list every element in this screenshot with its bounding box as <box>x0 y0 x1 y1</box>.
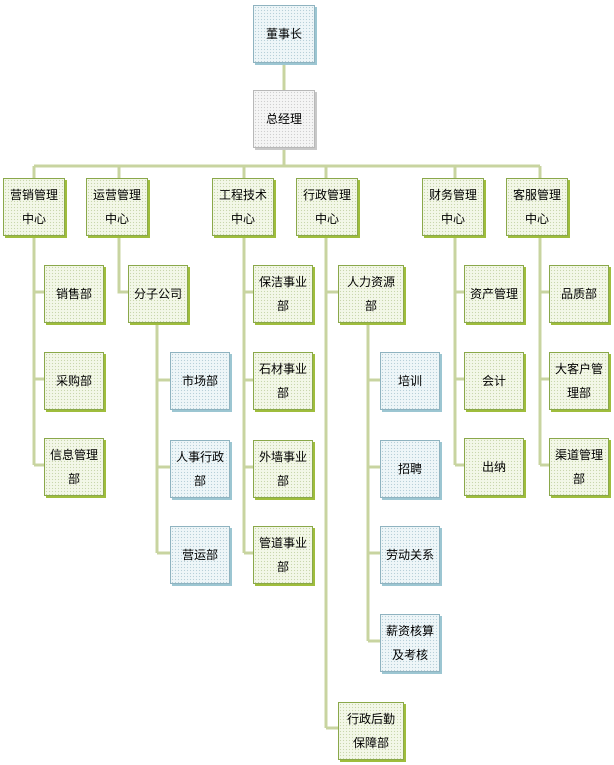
node-engineering-center: 工程技术 中心 <box>212 178 274 236</box>
node-sales-dept: 销售部 <box>44 265 104 323</box>
node-market-dept: 市场部 <box>170 352 230 410</box>
node-admin-logistics-dept: 行政后勤 保障部 <box>338 702 404 760</box>
connector-sales-branches <box>34 290 44 467</box>
connector-hr-branches <box>368 378 380 643</box>
node-hr-admin-dept: 人事行政 部 <box>170 440 230 498</box>
node-facade-division: 外墙事业 部 <box>253 440 313 498</box>
node-operations-center: 运营管理 中心 <box>86 178 148 236</box>
node-purchasing-dept: 采购部 <box>44 352 104 410</box>
node-sales-center: 营销管理 中心 <box>3 178 65 236</box>
node-cashier: 出纳 <box>464 438 524 496</box>
connector-finance-branches <box>455 290 464 467</box>
node-human-resources-dept: 人力资源 部 <box>338 265 404 323</box>
node-channel-mgmt-dept: 渠道管理 部 <box>549 438 609 496</box>
node-subsidiaries: 分子公司 <box>128 265 188 323</box>
node-key-account-dept: 大客户管 理部 <box>549 352 609 410</box>
node-info-mgmt-dept: 信息管理 部 <box>44 438 104 496</box>
node-customer-service-center: 客服管理 中心 <box>506 178 568 236</box>
node-accounting: 会计 <box>464 352 524 410</box>
node-training: 培训 <box>380 352 440 410</box>
node-operation-dept: 营运部 <box>170 526 230 584</box>
node-asset-mgmt: 资产管理 <box>464 265 524 323</box>
connector-service-branches <box>540 290 549 467</box>
node-payroll-appraisal: 薪资核算 及考核 <box>380 614 440 672</box>
node-quality-dept: 品质部 <box>549 265 609 323</box>
node-chairman: 董事长 <box>253 5 315 63</box>
node-cleaning-division: 保洁事业 部 <box>253 265 313 323</box>
node-general-manager: 总经理 <box>253 90 315 148</box>
connector-ops-trunk <box>117 236 128 294</box>
connector-sub-branches <box>157 378 170 555</box>
connector-eng-branches <box>244 290 253 555</box>
node-admin-center: 行政管理 中心 <box>296 178 358 236</box>
node-pipeline-division: 管道事业 部 <box>253 526 313 584</box>
node-labor-relations: 劳动关系 <box>380 526 440 584</box>
node-finance-center: 财务管理 中心 <box>422 178 484 236</box>
connector-admin-branches <box>326 290 338 730</box>
node-recruiting: 招聘 <box>380 440 440 498</box>
node-stone-division: 石材事业 部 <box>253 352 313 410</box>
